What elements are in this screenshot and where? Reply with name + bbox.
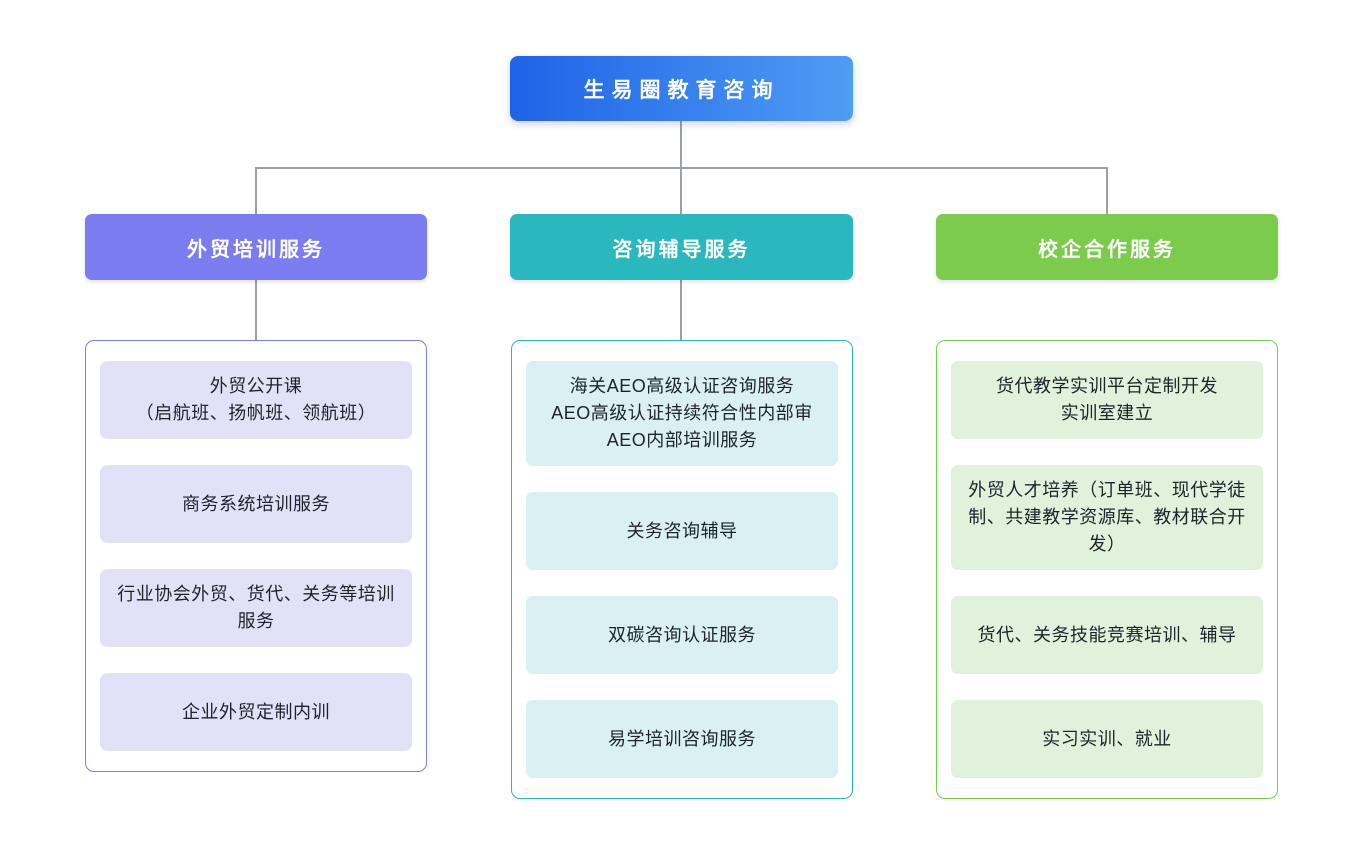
branch1-box: 外贸公开课 （启航班、扬帆班、领航班） 商务系统培训服务 行业协会外贸、货代、关… (85, 340, 427, 772)
branch2-header-label: 咨询辅导服务 (612, 238, 751, 261)
root-node: 生易圈教育咨询 (510, 56, 853, 121)
root-node-label: 生易圈教育咨询 (583, 78, 780, 102)
branch2-item-3: 双碳咨询认证服务 (526, 596, 838, 674)
branch3-header: 校企合作服务 (936, 214, 1278, 280)
branch3-box: 货代教学实训平台定制开发 实训室建立 外贸人才培养（订单班、现代学徒制、共建教学… (936, 340, 1278, 799)
branch1-item-1: 外贸公开课 （启航班、扬帆班、领航班） (100, 361, 412, 439)
branch1-item-4: 企业外贸定制内训 (100, 673, 412, 751)
branch2-item-1: 海关AEO高级认证咨询服务 AEO高级认证持续符合性内部审 AEO内部培训服务 (526, 361, 838, 466)
branch1-item-3: 行业协会外贸、货代、关务等培训服务 (100, 569, 412, 647)
branch2-header: 咨询辅导服务 (510, 214, 853, 280)
connector-horizontal (255, 167, 1108, 169)
branch1-header: 外贸培训服务 (85, 214, 427, 280)
branch2-box: 海关AEO高级认证咨询服务 AEO高级认证持续符合性内部审 AEO内部培训服务 … (511, 340, 853, 799)
branch3-item-2: 外贸人才培养（订单班、现代学徒制、共建教学资源库、教材联合开发） (951, 465, 1263, 570)
connector-drop-branch3 (1106, 167, 1108, 214)
branch3-header-label: 校企合作服务 (1038, 238, 1176, 261)
branch2-item-4: 易学培训咨询服务 (526, 700, 838, 778)
branch1-header-label: 外贸培训服务 (187, 238, 325, 261)
branch3-item-3: 货代、关务技能竞赛培训、辅导 (951, 596, 1263, 674)
connector-branch1-header-to-box (255, 280, 257, 340)
branch3-item-1: 货代教学实训平台定制开发 实训室建立 (951, 361, 1263, 439)
branch3-item-4: 实习实训、就业 (951, 700, 1263, 778)
branch2-item-2: 关务咨询辅导 (526, 492, 838, 570)
branch1-item-2: 商务系统培训服务 (100, 465, 412, 543)
connector-drop-branch1 (255, 167, 257, 214)
connector-branch2-header-to-box (680, 280, 682, 340)
